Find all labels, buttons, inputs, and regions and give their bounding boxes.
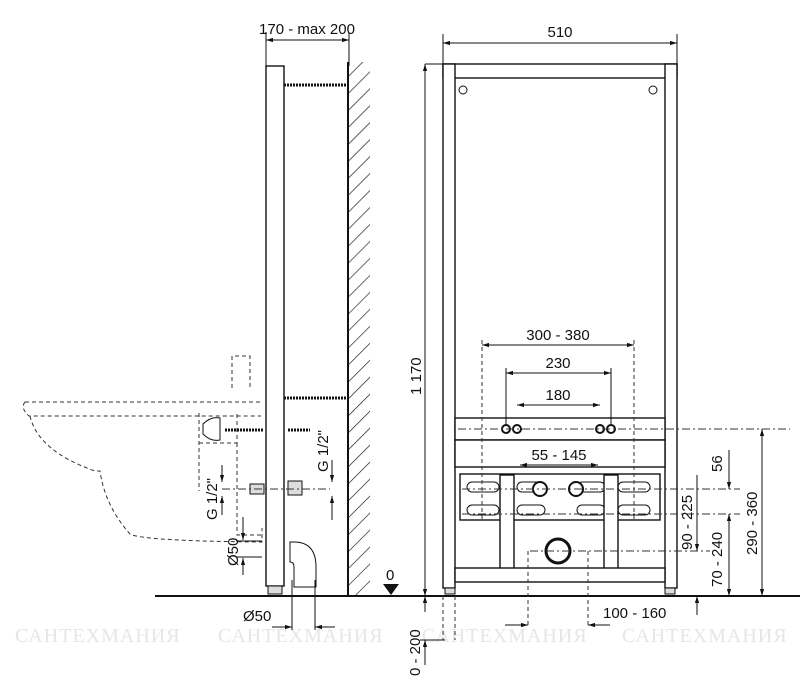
watermark: САНТЕХМАНИЯ	[15, 625, 181, 647]
bolt-spacing-outer-label: 300 - 380	[526, 327, 589, 344]
floor-level-label: 0	[386, 567, 394, 584]
mounting-hole	[458, 85, 468, 95]
drain-height-label: 70 - 240	[709, 532, 726, 587]
watermark: САНТЕХМАНИЯ	[218, 625, 384, 647]
wall-hatch	[348, 62, 370, 596]
drain-diameter-horizontal: Ø50	[243, 608, 271, 625]
floor-level-marker	[383, 584, 399, 595]
bolt-spacing-inner-label: 180	[545, 387, 570, 404]
side-view: 170 - max 200 G 1/2" G 1/2" Ø50 Ø50 0	[22, 21, 399, 630]
side-bracket	[454, 439, 666, 468]
frame-bottom-rail	[454, 567, 666, 583]
depth-label: 170 - max 200	[259, 21, 355, 38]
watermark: САНТЕХМАНИЯ	[422, 625, 588, 647]
leg-adjust-label: 0 - 200	[407, 629, 424, 676]
height-label: 1 170	[408, 357, 425, 395]
mounting-hole	[648, 85, 658, 95]
frame-column-side	[265, 65, 285, 587]
frame-post-left	[442, 63, 456, 589]
bidet-outline	[22, 355, 263, 543]
drain-elbow	[289, 541, 317, 588]
watermarks: САНТЕХМАНИЯ САНТЕХМАНИЯ САНТЕХМАНИЯ САНТ…	[15, 625, 788, 647]
dim-56-label: 56	[709, 455, 726, 472]
thread-label-rear: G 1/2"	[315, 430, 332, 472]
bolt-cap	[202, 417, 221, 441]
frame-top-rail	[442, 63, 678, 79]
bolt-spacing-mid-label: 230	[545, 355, 570, 372]
watermark: САНТЕХМАНИЯ	[622, 625, 788, 647]
water-connection-rear	[287, 480, 303, 496]
bolt-height-label: 290 - 360	[744, 492, 761, 555]
thread-label-front: G 1/2"	[204, 478, 221, 520]
frame-foot	[664, 587, 676, 595]
front-view: 510 1 170 300 - 380 230 180 55 - 145 56 …	[407, 24, 790, 676]
drain-offset-label: 100 - 160	[603, 605, 666, 622]
frame-foot	[444, 587, 456, 595]
drain-diameter-vertical: Ø50	[225, 538, 242, 566]
width-label: 510	[547, 24, 572, 41]
supply-height-label: 90 - 225	[679, 495, 696, 550]
frame-post-right	[664, 63, 678, 589]
frame-foot	[267, 585, 283, 595]
supply-spacing-label: 55 - 145	[531, 447, 586, 464]
